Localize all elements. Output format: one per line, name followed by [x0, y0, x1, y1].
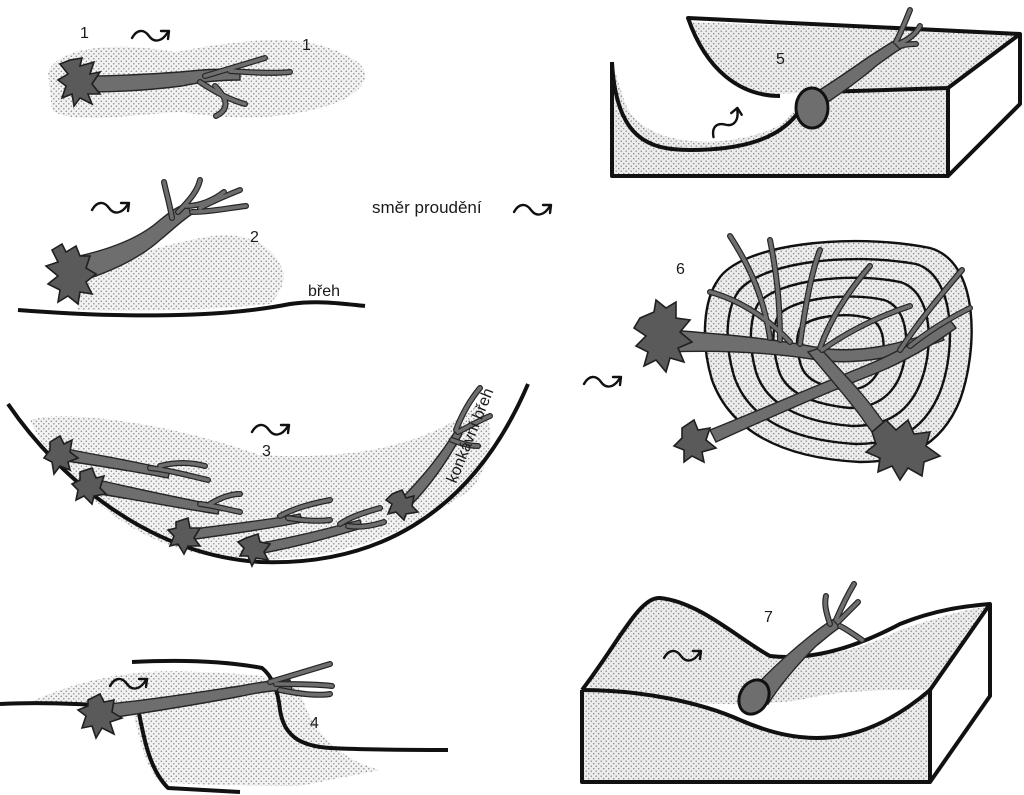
- fallen-tree-icon: [806, 263, 942, 482]
- root-plate-icon: [76, 692, 124, 740]
- flow-direction-arrow-icon: [707, 106, 745, 141]
- flow-direction-arrow-icon: [90, 201, 131, 214]
- block-front: [582, 690, 930, 782]
- flow-direction-arrow-icon: [130, 29, 171, 42]
- sediment-fill: [30, 671, 380, 786]
- fallen-tree-icon: [76, 661, 335, 740]
- legend-text: směr proudění: [372, 198, 482, 217]
- panel-2-number: 2: [250, 229, 259, 246]
- panel-1: 1 1: [48, 25, 366, 119]
- bank-label: břeh: [308, 283, 340, 300]
- panel-6: 6: [582, 233, 973, 482]
- panel-2: 2 břeh: [17, 177, 366, 318]
- fallen-tree-icon: [794, 7, 923, 130]
- flow-direction-arrow-icon: [582, 375, 623, 388]
- fallen-tree-icon: [166, 497, 333, 556]
- block-face: [612, 62, 948, 176]
- sediment-wedge: [78, 235, 284, 311]
- panel-4-number: 4: [310, 715, 319, 732]
- fallen-tree-icon: [384, 385, 493, 522]
- panel-7: 7: [580, 581, 992, 784]
- fallen-tree-icon: [632, 233, 945, 374]
- panel-3: 3 konkávní břeh: [6, 383, 530, 568]
- legend: směr proudění: [372, 198, 553, 217]
- panel-1-label-left: 1: [80, 25, 89, 42]
- bank-upper: [131, 658, 449, 752]
- root-plate-icon: [44, 242, 98, 306]
- fallen-tree-icon: [56, 55, 293, 119]
- channel-profile: [610, 61, 802, 152]
- sediment-fill: [30, 405, 491, 560]
- channel-profile: [581, 688, 932, 740]
- fallen-tree-icon: [44, 177, 249, 306]
- panel-3-number: 3: [262, 443, 271, 460]
- block-top: [586, 597, 990, 705]
- log-cross-section-icon: [737, 678, 771, 716]
- panel-5: 5: [610, 7, 1022, 178]
- block-top: [612, 20, 1020, 94]
- panel-5-number: 5: [776, 51, 785, 68]
- panel-4: 4: [0, 658, 449, 794]
- panel-7-number: 7: [764, 609, 773, 626]
- panel-6-number: 6: [676, 261, 685, 278]
- log-cross-section-icon: [794, 86, 830, 130]
- fallen-tree-icon: [70, 467, 243, 515]
- fallen-tree-icon: [42, 434, 211, 483]
- flow-direction-arrow-icon: [250, 423, 291, 436]
- panel-1-label-right: 1: [302, 37, 311, 54]
- root-plate-icon: [632, 298, 694, 374]
- fallen-tree-icon: [236, 505, 387, 568]
- root-plate-icon: [56, 57, 102, 108]
- fallen-tree-icon: [737, 581, 865, 716]
- flow-direction-arrow-icon: [512, 203, 553, 216]
- concave-bank: [6, 383, 530, 565]
- bank-line: [17, 300, 366, 318]
